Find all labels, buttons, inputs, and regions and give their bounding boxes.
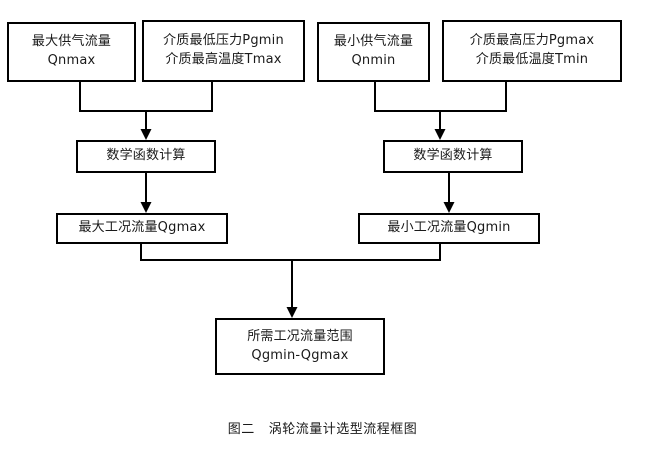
node-max-working-flow-qgmax: 最大工况流量Qgmax <box>56 213 228 244</box>
arrowhead-to-range <box>286 307 298 318</box>
node-line-1: 最大工况流量Qgmax <box>78 220 206 236</box>
node-max-pressure-min-temp: 介质最高压力Pgmax 介质最低温度Tmin <box>442 20 622 82</box>
arrowhead-to-calc-right <box>434 129 446 140</box>
node-line-2: Qnmax <box>47 53 96 68</box>
node-required-working-flow-range: 所需工况流量范围 Qgmin-Qgmax <box>215 318 385 375</box>
figure-caption-label: 图二 <box>227 422 255 437</box>
node-min-working-flow-qgmin: 最小工况流量Qgmin <box>358 213 540 244</box>
node-line-2: 介质最低温度Tmin <box>475 52 589 67</box>
node-max-supply-flow: 最大供气流量 Qnmax <box>7 22 136 82</box>
node-min-pressure-max-temp: 介质最低压力Pgmin 介质最高温度Tmax <box>142 20 305 82</box>
node-line-1: 最大供气流量 <box>31 34 112 50</box>
arrowhead-to-qgmin <box>443 202 455 213</box>
node-line-2: Qgmin-Qgmax <box>251 347 349 363</box>
node-line-1: 数学函数计算 <box>413 148 493 164</box>
node-line-1: 最小工况流量Qgmin <box>387 220 511 236</box>
node-line-2: Qnmin <box>351 53 396 68</box>
node-math-function-calculation-left: 数学函数计算 <box>76 140 216 173</box>
node-line-1: 最小供气流量 <box>333 34 414 50</box>
node-line-1: 所需工况流量范围 <box>247 328 353 344</box>
figure-caption-text: 涡轮流量计选型流程框图 <box>268 422 418 437</box>
node-line-1: 数学函数计算 <box>106 148 186 164</box>
node-line-2: 介质最高温度Tmax <box>165 52 282 67</box>
node-line-1: 介质最低压力Pgmin <box>163 33 284 49</box>
figure-caption: 图二涡轮流量计选型流程框图 <box>0 418 645 437</box>
arrowhead-to-calc-left <box>140 129 152 140</box>
node-math-function-calculation-right: 数学函数计算 <box>383 140 523 173</box>
node-min-supply-flow: 最小供气流量 Qnmin <box>317 22 430 82</box>
arrowhead-to-qgmax <box>140 202 152 213</box>
node-line-1: 介质最高压力Pgmax <box>469 33 595 49</box>
